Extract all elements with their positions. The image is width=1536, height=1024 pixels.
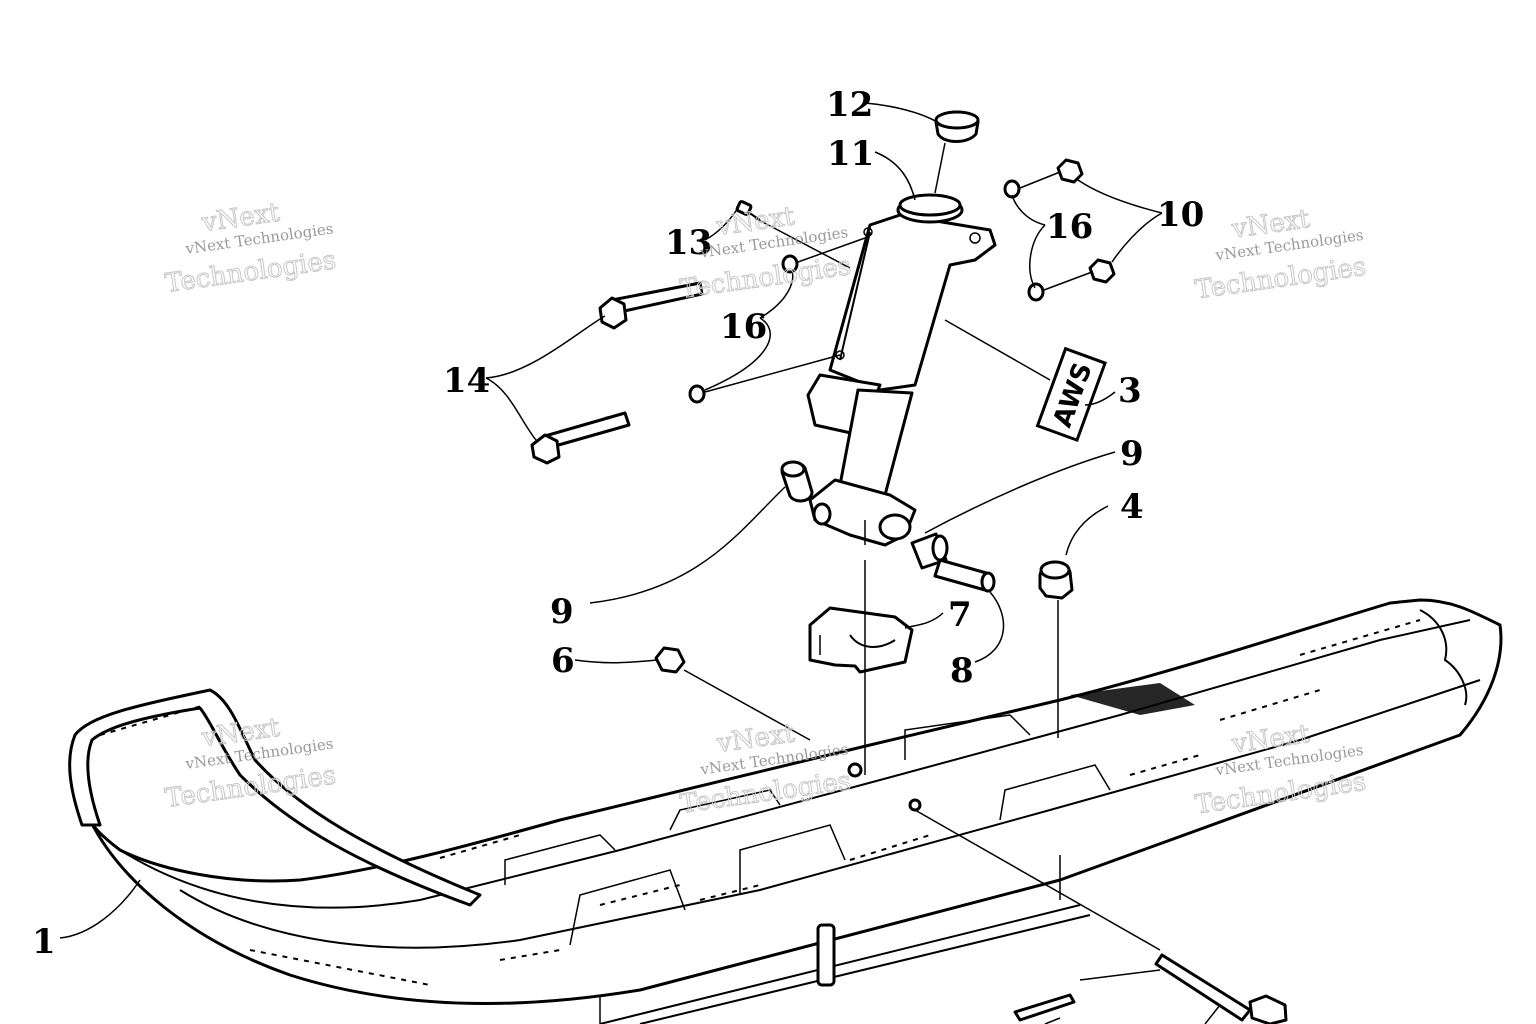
callout-1: 1 [32,922,56,962]
lock-washer [1003,179,1021,199]
bolt-upper [598,281,704,330]
callout-11: 11 [827,134,874,174]
callout-13: 13 [665,223,712,263]
aws-decal: AWS [1035,346,1107,443]
bushing-left [780,460,814,503]
grease-fitting [735,200,761,221]
ski-spring-bar [68,688,482,907]
callout-9-right: 9 [1120,434,1144,474]
ski-mount-hole [847,762,863,778]
watermark-bottom-left: vNext vNext Technologies Technologies [163,712,339,814]
spindle-assembly [806,213,997,547]
callout-4: 4 [1120,487,1144,527]
callout-9-left: 9 [550,592,574,632]
callout-6: 6 [551,641,575,681]
callout-16-right: 16 [1046,207,1093,247]
callout-labels: 1 3 4 6 7 8 9 9 10 11 12 13 14 16 16 [32,85,1204,962]
ski-saddle-stud [816,923,836,987]
ski-nut-top [1038,560,1074,600]
dust-cap [934,110,980,143]
ski-bolt-hole [908,798,922,812]
ski-bottom-bolt [1154,953,1288,1024]
lock-nut [1056,158,1084,184]
callout-3: 3 [1118,371,1142,411]
lock-washer [781,254,799,274]
spindle-upper-housing [828,213,997,392]
ski-assembly [68,598,1503,1024]
lock-nut [1088,258,1116,284]
callout-12: 12 [826,85,873,125]
callout-10: 10 [1157,195,1204,235]
ski-nut-side [654,646,686,674]
callout-16-left: 16 [720,307,767,347]
cotter-pin [1013,993,1076,1022]
watermark-top-left: vNext vNext Technologies Technologies [163,197,339,299]
watermark-top-right: vNext vNext Technologies Technologies [1193,204,1369,306]
callout-8: 8 [950,651,974,691]
ski-saddle-bracket [808,606,914,674]
callout-14: 14 [443,361,490,401]
spindle-foot-bore [878,513,912,541]
lock-washer [1027,282,1045,302]
bolt-lower [530,411,631,465]
leader-lines [59,102,1221,1024]
callout-7: 7 [948,595,972,635]
lock-washer [688,384,706,404]
